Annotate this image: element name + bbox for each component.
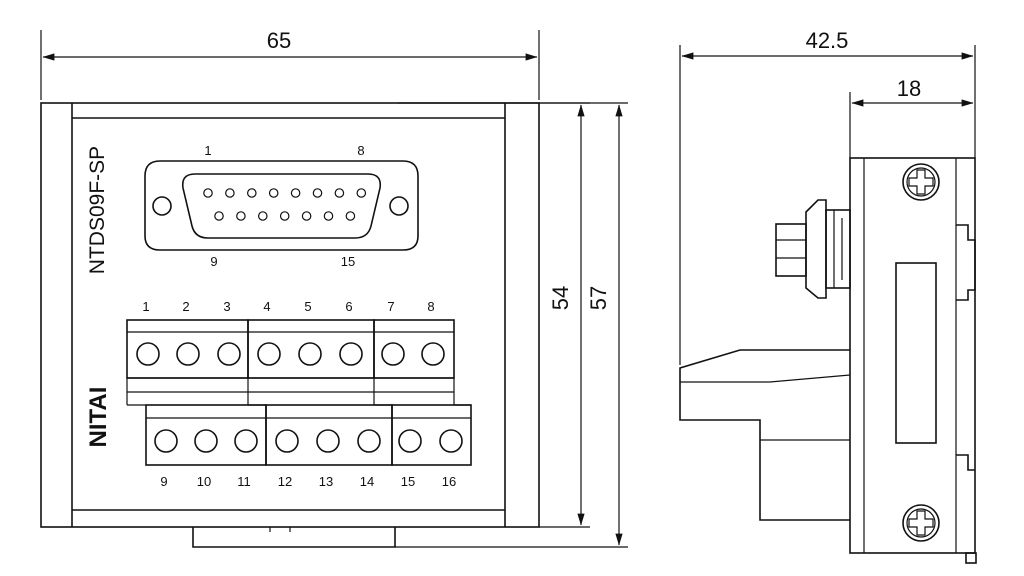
- dsub-pin-top: [268, 188, 279, 198]
- housing-outline: [40, 102, 540, 528]
- terminal-number-top: 3: [223, 299, 230, 314]
- pin-label-first-bottom: 9: [210, 254, 217, 269]
- terminal-number-top: 1: [142, 299, 149, 314]
- mount-hole-right: [389, 196, 409, 216]
- dsub-pin-top: [203, 188, 213, 198]
- terminal-number-top: 4: [263, 299, 270, 314]
- terminal-block-bottom-3: [391, 404, 472, 466]
- pin-label-last-bottom: 15: [341, 254, 355, 269]
- terminal-screw-top: [339, 342, 363, 366]
- terminal-screw-top: [136, 342, 160, 366]
- dsub-connector: [144, 160, 419, 251]
- din-clip-upper: [956, 224, 976, 301]
- terminal-number-bottom: 16: [442, 474, 456, 489]
- dsub-pin-bottom: [279, 211, 290, 221]
- din-foot: [192, 527, 396, 548]
- terminal-block-top-2: [247, 319, 375, 379]
- terminal-screw-bottom: [439, 429, 463, 453]
- terminal-number-bottom: 14: [360, 474, 374, 489]
- front-view: 65 NTDS09F-SP NITAI 1 8 9 15: [40, 28, 628, 548]
- height-inner-dimension: 54: [548, 286, 573, 310]
- dsub-pin-bottom: [345, 211, 356, 221]
- terminal-block-bottom-2: [265, 404, 393, 466]
- terminal-screw-top: [298, 342, 322, 366]
- height-outer-dimension: 57: [586, 286, 611, 310]
- model-label: NTDS09F-SP: [86, 146, 109, 274]
- dsub-pin-top: [312, 188, 323, 198]
- din-clip-lower: [956, 454, 975, 471]
- dsub-pin-top: [290, 188, 301, 198]
- terminal-screw-bottom: [275, 429, 299, 453]
- side-view: 42.5 18: [679, 28, 977, 564]
- pin-label-first-top: 1: [204, 143, 211, 158]
- terminal-number-bottom: 13: [319, 474, 333, 489]
- terminal-number-bottom: 12: [278, 474, 292, 489]
- dsub-pin-top: [356, 188, 367, 198]
- width-dimension: 65: [267, 28, 291, 53]
- terminal-number-top: 7: [387, 299, 394, 314]
- dsub-side-profile: [775, 199, 851, 299]
- dsub-shell: [181, 173, 382, 239]
- terminal-block-top-1: [126, 319, 249, 379]
- mount-hole-left: [152, 196, 172, 216]
- dsub-pin-top: [334, 188, 345, 198]
- top-screw-icon: [902, 163, 940, 201]
- dsub-pin-top: [247, 188, 257, 198]
- terminal-screw-bottom: [357, 429, 381, 453]
- dsub-pin-bottom: [214, 211, 224, 221]
- terminal-screw-top: [421, 342, 445, 366]
- pin-label-last-top: 8: [357, 143, 364, 158]
- terminal-screw-bottom: [234, 429, 258, 453]
- terminal-number-bottom: 15: [401, 474, 415, 489]
- label-window: [895, 262, 937, 444]
- terminal-number-top: 5: [304, 299, 311, 314]
- terminal-screw-bottom: [194, 429, 218, 453]
- terminal-profile: [679, 349, 850, 521]
- terminal-screw-top: [381, 342, 405, 366]
- dsub-pin-top: [225, 188, 235, 198]
- terminal-number-bottom: 10: [197, 474, 211, 489]
- terminal-number-bottom: 11: [237, 474, 251, 489]
- depth-dimension: 42.5: [806, 28, 849, 53]
- terminal-screw-bottom: [398, 429, 422, 453]
- dsub-pin-bottom: [301, 211, 312, 221]
- dsub-pins: [203, 188, 367, 221]
- terminal-screw-bottom: [154, 429, 178, 453]
- terminal-blocks: [126, 319, 472, 466]
- terminal-block-bottom-1: [145, 404, 267, 466]
- brand-label: NITAI: [85, 387, 112, 448]
- terminal-screws: [136, 342, 463, 453]
- partial-depth-dimension: 18: [897, 76, 921, 101]
- terminal-screw-top: [257, 342, 281, 366]
- bottom-screw-icon: [902, 504, 940, 542]
- terminal-screw-top: [176, 342, 200, 366]
- terminal-number-top: 6: [345, 299, 352, 314]
- terminal-screw-bottom: [316, 429, 340, 453]
- terminal-number-top: 2: [182, 299, 189, 314]
- dsub-pin-bottom: [236, 211, 246, 221]
- terminal-screw-top: [217, 342, 241, 366]
- terminal-number-bottom: 9: [160, 474, 167, 489]
- terminal-number-top: 8: [427, 299, 434, 314]
- dsub-pin-bottom: [257, 211, 268, 221]
- dsub-pin-bottom: [323, 211, 334, 221]
- side-body: [849, 157, 976, 554]
